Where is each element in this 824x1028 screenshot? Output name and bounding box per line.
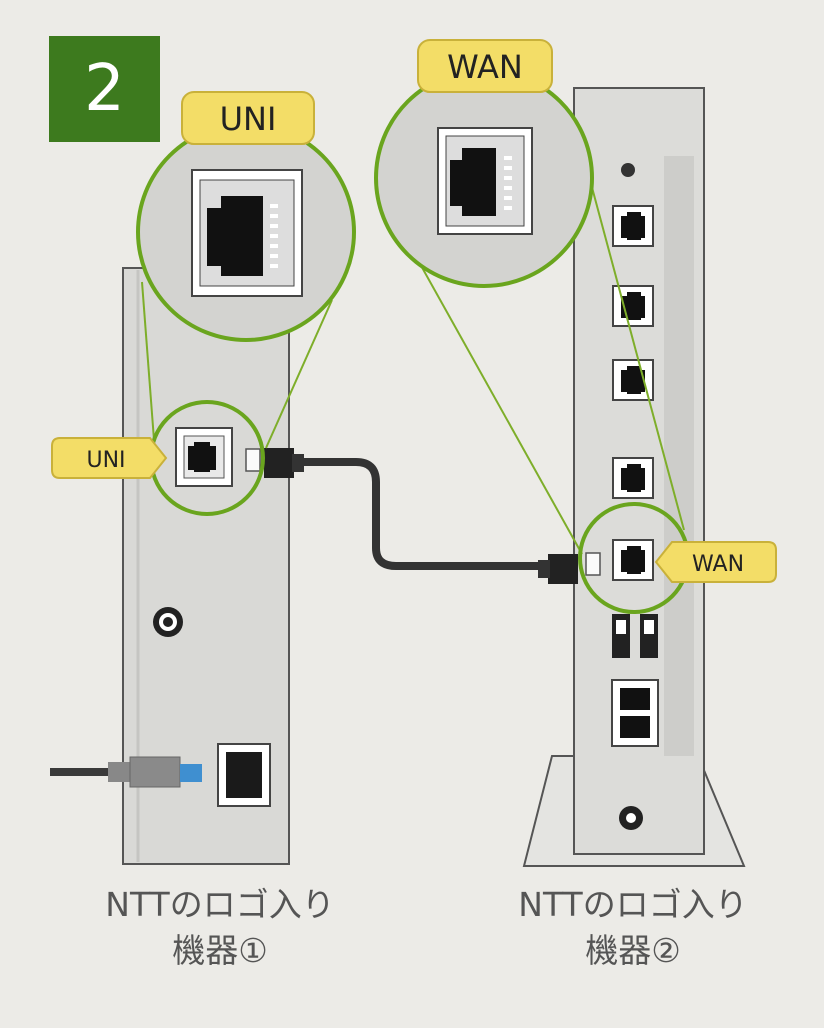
wan-port-label-text: WAN (692, 552, 744, 577)
device-2-caption: NTTのロゴ入り 機器② (483, 882, 783, 974)
device-1-caption: NTTのロゴ入り 機器① (70, 882, 370, 974)
device-1-caption-line1: NTTのロゴ入り (105, 885, 335, 924)
wan-zoom-label-text: WAN (447, 48, 523, 86)
device-2-power-jack (619, 806, 643, 830)
device-2-wan-port (585, 539, 654, 581)
device-2-caption-line2: 機器② (585, 931, 681, 970)
fiber-cable (50, 756, 202, 788)
step-number-badge: 2 (49, 36, 160, 142)
uni-port-label-text: UNI (86, 448, 125, 473)
uni-zoom-callout (136, 122, 356, 342)
device-1-caption-line2: 機器① (172, 931, 268, 970)
wan-port-label: WAN (654, 541, 777, 583)
uni-port-label: UNI (51, 437, 168, 479)
wan-zoom-callout (374, 68, 594, 288)
callout-lines (141, 179, 685, 555)
wan-zoom-label: WAN (417, 39, 553, 93)
device-1-power-jack (153, 607, 183, 637)
uni-zoom-label: UNI (181, 91, 315, 145)
device-2-tel-ports (611, 679, 659, 747)
uni-zoom-label-text: UNI (220, 100, 277, 138)
lan-cable (264, 448, 578, 584)
device-2-caption-line1: NTTのロゴ入り (518, 885, 748, 924)
device-1-optical-port (217, 743, 271, 807)
device-2-usb-ports (612, 614, 658, 658)
device-1-uni-port (175, 427, 261, 487)
